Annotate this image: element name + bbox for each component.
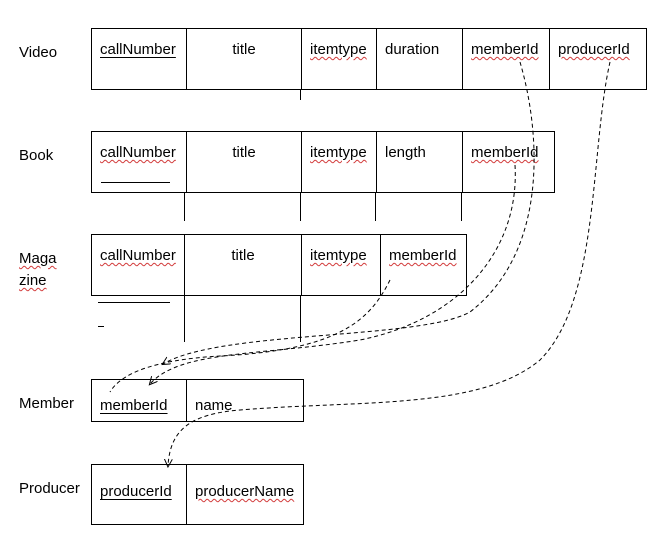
relation-label-magazine: Magazine [19, 250, 57, 289]
relation-label-video: Video [19, 44, 58, 61]
relation-label-book: Book [19, 147, 54, 164]
producer-attr-producername: producerName [186, 465, 303, 524]
relation-label-member: Member [19, 395, 75, 412]
video-attr-duration: duration [376, 29, 462, 89]
relation-label-producer: Producer [19, 480, 80, 497]
member-attr-memberid: memberId [100, 397, 168, 414]
book-attr-length: length [376, 132, 462, 192]
video-attr-callnumber: callNumber [100, 41, 176, 58]
link-video-producerid [168, 61, 611, 466]
magazine-attr-memberid: memberId [380, 235, 466, 295]
link-book-memberid [150, 164, 516, 384]
divider [461, 193, 462, 221]
divider [300, 296, 301, 342]
video-attr-itemtype: itemtype [301, 29, 376, 89]
table-member: memberId name [91, 379, 304, 422]
link-magazine-memberid [109, 279, 391, 393]
book-attr-title: title [186, 132, 301, 192]
divider [375, 193, 376, 221]
magazine-attr-callnumber: callNumber [100, 247, 176, 264]
member-attr-name: name [186, 380, 303, 421]
video-attr-title: title [186, 29, 301, 89]
producer-attr-producerid: producerId [100, 483, 172, 500]
divider [184, 296, 185, 342]
table-video: callNumber title itemtype duration membe… [91, 28, 647, 90]
magazine-attr-itemtype: itemtype [301, 235, 380, 295]
magazine-attr-title: title [184, 235, 301, 295]
table-book: callNumber title itemtype length memberI… [91, 131, 555, 193]
primary-key-underline [98, 302, 170, 303]
book-attr-itemtype: itemtype [301, 132, 376, 192]
primary-key-underline [101, 182, 170, 183]
divider [300, 193, 301, 221]
table-producer: producerId producerName [91, 464, 304, 525]
primary-key-underline [98, 326, 104, 327]
video-attr-producerid: producerId [549, 29, 646, 89]
table-magazine: callNumber title itemtype memberId [91, 234, 467, 296]
link-video-memberid [163, 61, 535, 364]
divider [184, 193, 185, 221]
video-attr-memberid: memberId [462, 29, 549, 89]
book-attr-callnumber: callNumber [100, 144, 176, 161]
book-attr-memberid: memberId [462, 132, 554, 192]
divider [300, 90, 301, 100]
